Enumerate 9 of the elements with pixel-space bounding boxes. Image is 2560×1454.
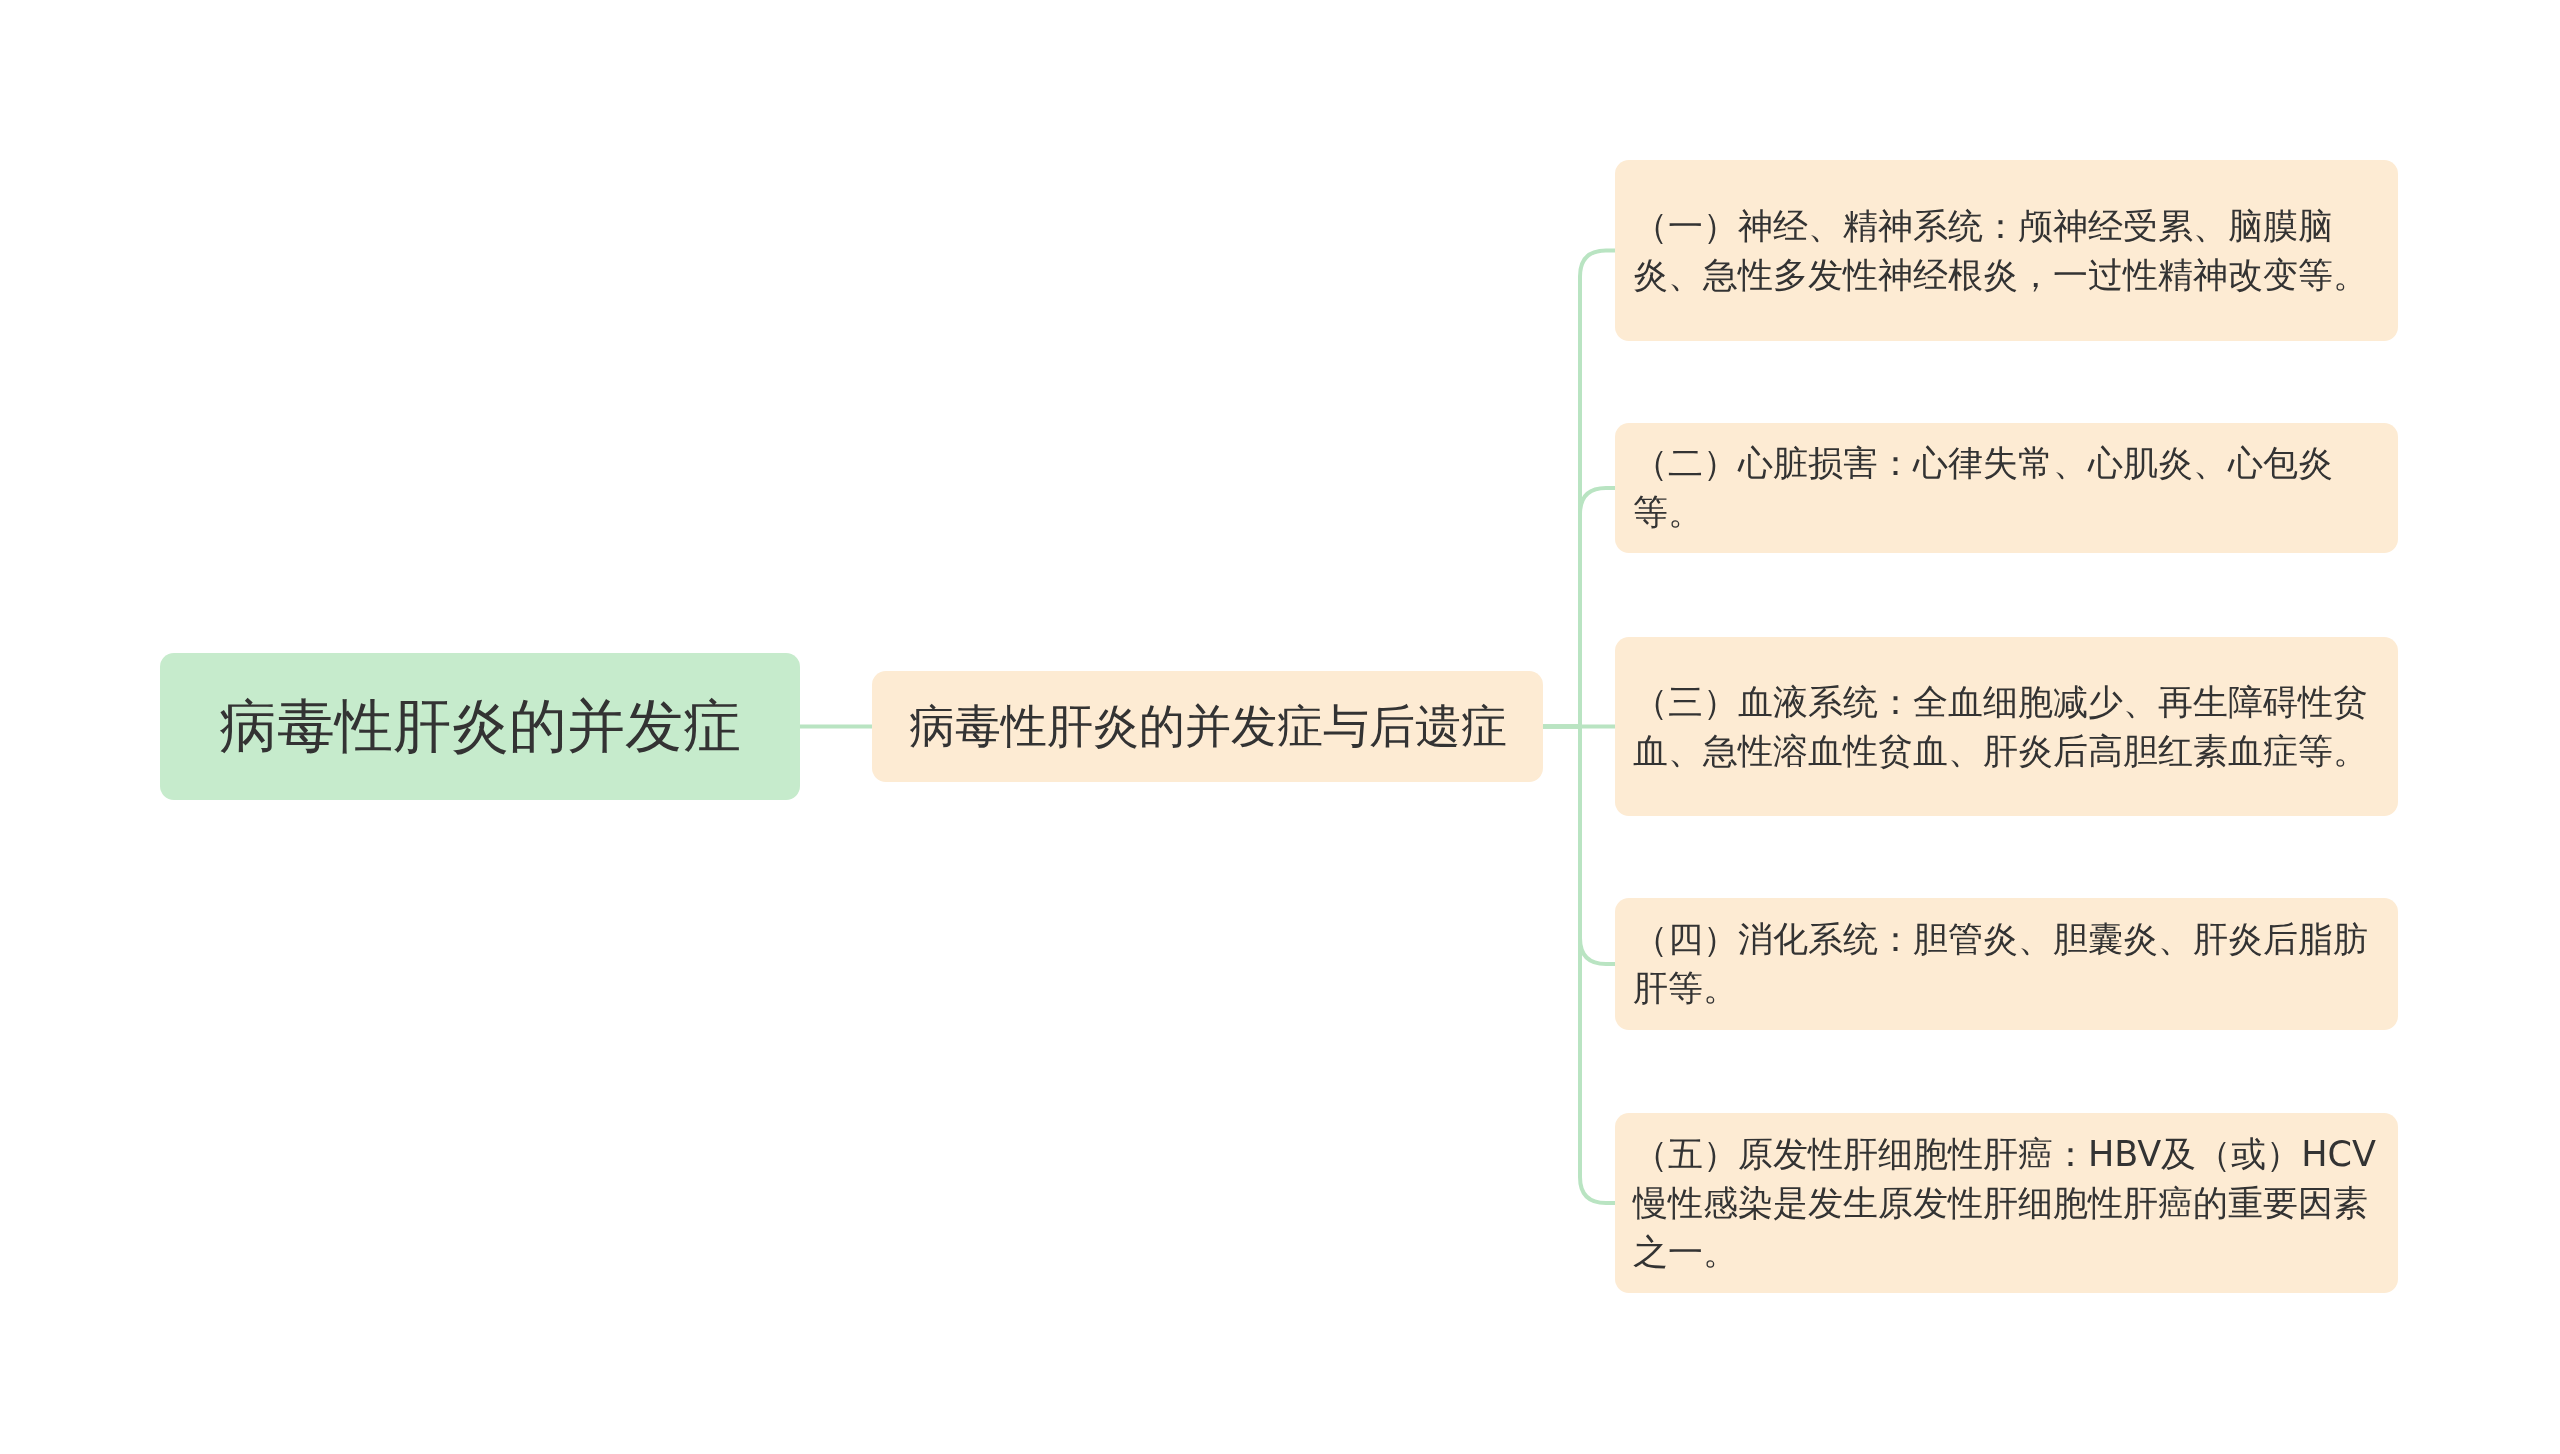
subtopic-box: （五）原发性肝细胞性肝癌：HBV及（或）HCV慢性感染是发生原发性肝细胞性肝癌的重要因素之一。: [1615, 1113, 2398, 1293]
subtopic-box: （四）消化系统：胆管炎、胆囊炎、肝炎后脂肪肝等。: [1615, 898, 2398, 1030]
subtopic-box: （一）神经、精神系统：颅神经受累、脑膜脑炎、急性多发性神经根炎，一过性精神改变等。: [1615, 160, 2398, 341]
branch-topic-box: 病毒性肝炎的并发症与后遗症: [872, 671, 1543, 782]
subtopic-box: （三）血液系统：全血细胞减少、再生障碍性贫血、急性溶血性贫血、肝炎后高胆红素血症等。: [1615, 637, 2398, 816]
subtopic-box: （二）心脏损害：心律失常、心肌炎、心包炎等。: [1615, 423, 2398, 553]
root-topic-box: 病毒性肝炎的并发症: [160, 653, 800, 800]
connector-line: [1543, 724, 1615, 1205]
connector-line: [800, 724, 872, 729]
